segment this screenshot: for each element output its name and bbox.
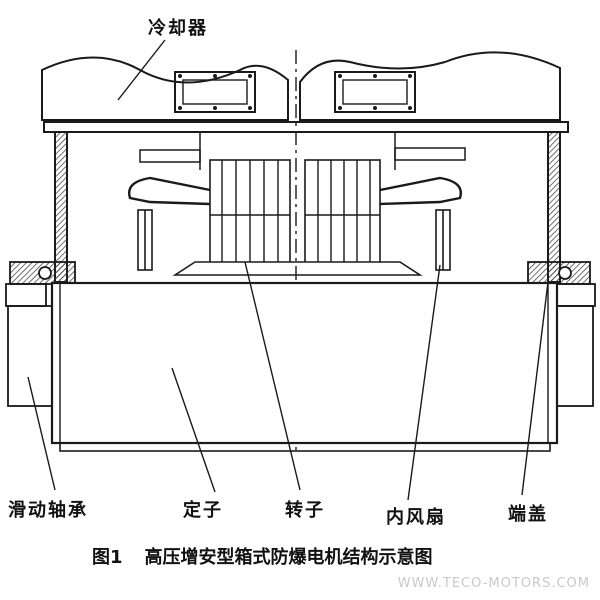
watermark: WWW.TECO-MOTORS.COM — [397, 576, 590, 591]
leader-rotor — [244, 261, 301, 491]
stator-core-left — [209, 159, 291, 266]
leader-cooler — [117, 39, 166, 101]
inner-fan-left — [137, 209, 153, 271]
stator-core-right — [304, 159, 381, 266]
label-sliding-bearing: 滑动轴承 — [8, 500, 88, 521]
bearing-housing-left — [5, 261, 76, 307]
cooler-base-plate — [43, 121, 569, 133]
label-rotor: 转子 — [285, 500, 325, 521]
figure-caption: 图1 高压增安型箱式防爆电机结构示意图 — [92, 543, 433, 569]
leader-stator — [171, 367, 216, 493]
motor-body-box — [50, 281, 559, 445]
frame-rib-right — [394, 147, 466, 161]
cooler-housing-right — [299, 51, 561, 121]
figure-title: 高压增安型箱式防爆电机结构示意图 — [144, 547, 433, 568]
winding-end-right — [379, 176, 462, 206]
inner-fan-right — [435, 209, 451, 271]
leader-endcap — [521, 281, 549, 496]
shaft-end-right — [556, 305, 594, 407]
motor-base — [59, 442, 551, 452]
cooler-housing-left — [41, 56, 289, 121]
inspection-window-right — [334, 71, 416, 113]
side-wall-left — [54, 131, 68, 283]
frame-rib-left — [139, 149, 201, 163]
winding-end-left — [128, 176, 211, 206]
label-inner-fan: 内风扇 — [386, 507, 446, 528]
label-end-cap: 端盖 — [508, 504, 548, 525]
leader-bearing — [27, 376, 56, 491]
shaft-end-left — [7, 305, 53, 407]
figure-number: 图1 — [92, 547, 123, 568]
label-cooler: 冷却器 — [148, 18, 208, 39]
leader-fan — [407, 264, 441, 501]
rotor-base — [172, 261, 423, 276]
side-wall-right — [547, 131, 561, 283]
inspection-window-left — [174, 71, 256, 113]
label-stator: 定子 — [183, 500, 223, 521]
